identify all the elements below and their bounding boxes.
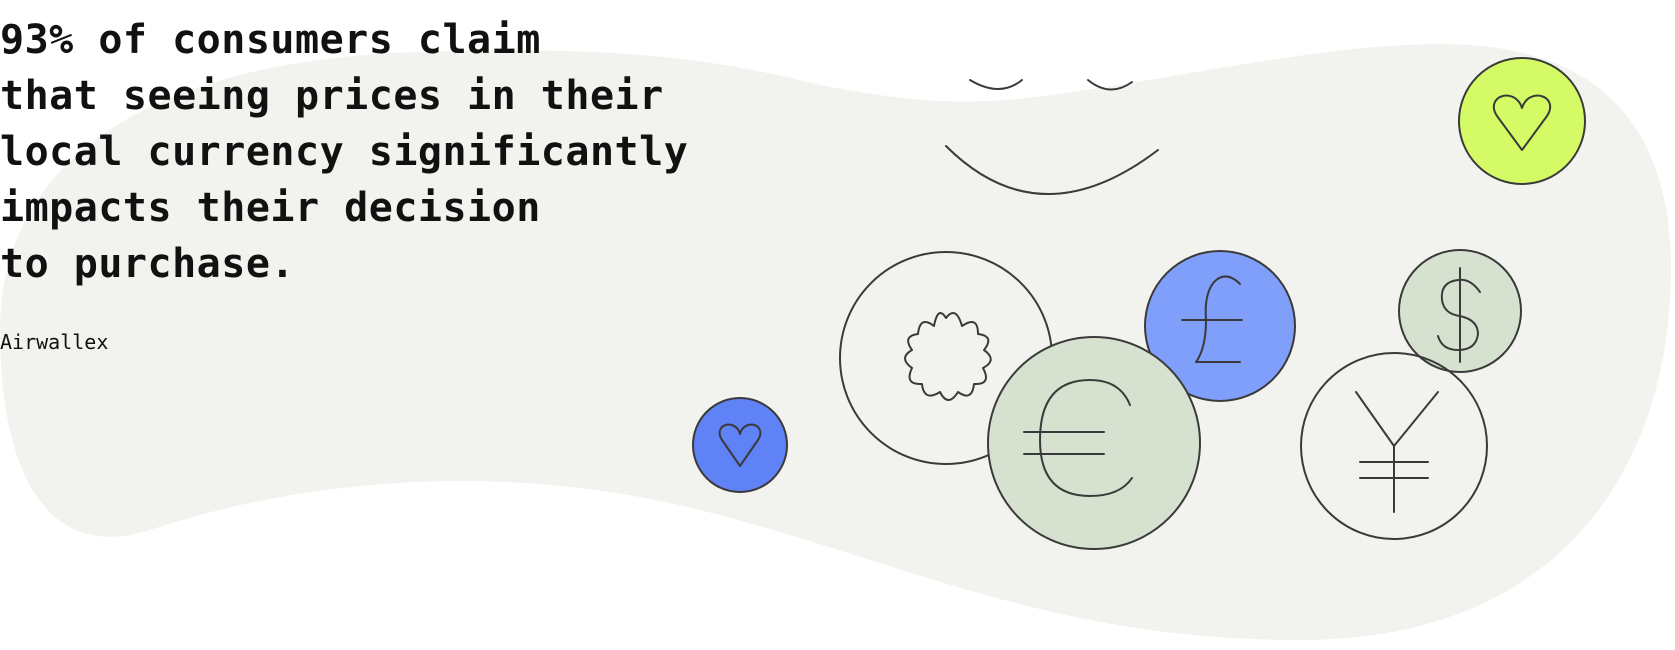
quote-line: that seeing prices in their xyxy=(0,73,664,119)
euro-icon xyxy=(987,336,1201,550)
stat-quote: 93% of consumers claim that seeing price… xyxy=(0,12,760,292)
quote-line: impacts their decision xyxy=(0,185,541,231)
pound-icon xyxy=(1144,250,1296,402)
dollar-icon xyxy=(1398,249,1522,373)
source-attribution: Airwallex xyxy=(0,330,109,354)
heart-icon xyxy=(1458,57,1586,185)
quote-line: local currency significantly xyxy=(0,129,689,175)
smile-doodle xyxy=(945,79,1159,195)
yen-icon xyxy=(1300,352,1488,540)
heart-icon xyxy=(692,397,788,493)
quote-line: 93% of consumers claim xyxy=(0,17,541,63)
quote-line: to purchase. xyxy=(0,241,295,287)
